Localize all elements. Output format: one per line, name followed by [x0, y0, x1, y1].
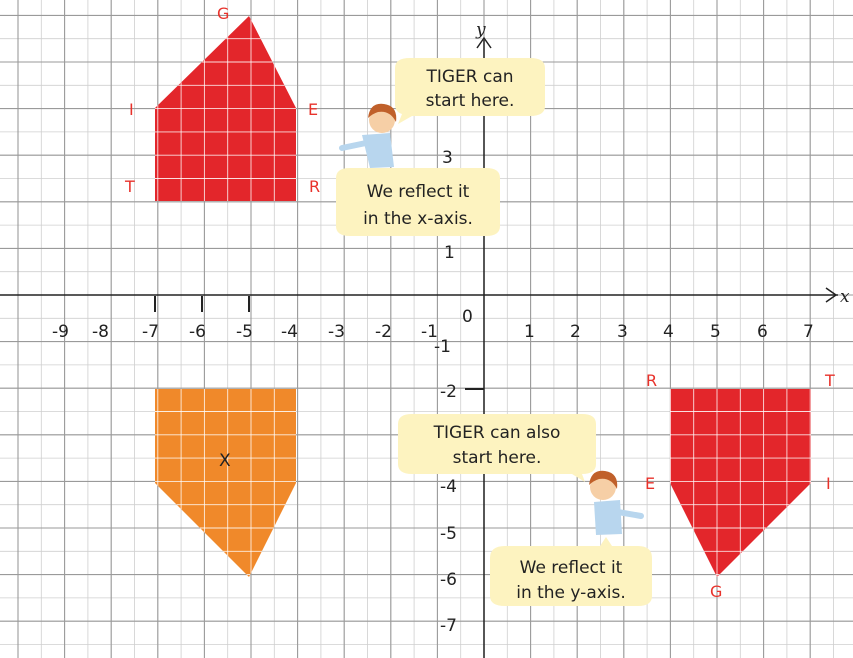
- y-tick-label: -6: [440, 570, 457, 590]
- bubble-line: We reflect it: [520, 558, 623, 578]
- bubble-line: start here.: [453, 448, 542, 468]
- bottom-right-vertex-labels: R T E I G: [645, 371, 835, 601]
- x-tick-labels: -9 -8 -7 -6 -5 -4 -3 -2 -1 1 2 3 4 5 6 7: [52, 322, 814, 342]
- y-tick-label: 1: [444, 243, 455, 263]
- vertex-label-e: E: [308, 100, 318, 119]
- child-figure-top: [339, 103, 397, 168]
- x-tick-label: -6: [189, 322, 206, 342]
- vertex-label-e: E: [645, 474, 655, 493]
- x-tick-label: -9: [52, 322, 69, 342]
- bubble-line: TIGER can: [425, 67, 513, 87]
- x-tick-label: -7: [142, 322, 159, 342]
- child-figure-bottom: [589, 470, 644, 535]
- y-tick-label: -7: [440, 616, 457, 636]
- x-tick-label: 7: [803, 322, 814, 342]
- bubble-line: TIGER can also: [433, 423, 561, 443]
- speech-bubble-top-reflect: We reflect it in the x-axis.: [336, 168, 500, 236]
- x-axis-arrow-icon: [825, 287, 838, 303]
- y-tick-labels: 3 1 -1 -2 -4 -5 -6 -7: [434, 148, 457, 636]
- bubble-line: in the y-axis.: [516, 583, 626, 603]
- vertex-label-r: R: [646, 371, 657, 390]
- x-axis-name: x: [840, 287, 850, 307]
- x-tick-label: 3: [617, 322, 628, 342]
- x-tick-label: -1: [421, 322, 438, 342]
- vertex-label-t: T: [824, 371, 835, 390]
- speech-bubble-top-start: TIGER can start here.: [395, 58, 545, 124]
- vertex-label-g: G: [710, 582, 722, 601]
- speech-bubble-bottom-reflect: We reflect it in the y-axis.: [490, 537, 652, 606]
- bottom-left-pentagon: [155, 389, 296, 577]
- x-tick-label: 4: [663, 322, 674, 342]
- x-tick-label: 5: [710, 322, 721, 342]
- y-tick-label: 3: [442, 148, 453, 168]
- vertex-label-t: T: [124, 177, 135, 196]
- x-tick-label: -4: [281, 322, 298, 342]
- vertex-label-i: I: [129, 100, 134, 119]
- x-tick-label: 2: [570, 322, 581, 342]
- y-axis-arrow-icon: [476, 36, 492, 49]
- center-mark: X: [219, 451, 231, 471]
- bubble-line: We reflect it: [367, 182, 470, 202]
- x-tick-label: 1: [524, 322, 535, 342]
- y-tick-label: -5: [440, 524, 457, 544]
- x-tick-label: -5: [236, 322, 253, 342]
- x-tick-label: 6: [757, 322, 768, 342]
- x-tick-label: -8: [92, 322, 109, 342]
- bubble-line: start here.: [426, 91, 515, 111]
- top-left-vertex-labels: G I E T R: [124, 4, 320, 196]
- x-tick-label: -3: [328, 322, 345, 342]
- origin-label: 0: [462, 307, 473, 327]
- vertex-label-r: R: [309, 177, 320, 196]
- bubble-line: in the x-axis.: [363, 209, 473, 229]
- y-tick-label: -4: [440, 477, 457, 497]
- x-tick-label: -2: [375, 322, 392, 342]
- vertex-label-g: G: [217, 4, 229, 23]
- y-tick-label: -1: [434, 337, 451, 357]
- vertex-label-i: I: [826, 474, 831, 493]
- y-axis-name: y: [475, 20, 486, 40]
- y-tick-label: -2: [440, 382, 457, 402]
- speech-bubble-bottom-start: TIGER can also start here.: [398, 414, 596, 482]
